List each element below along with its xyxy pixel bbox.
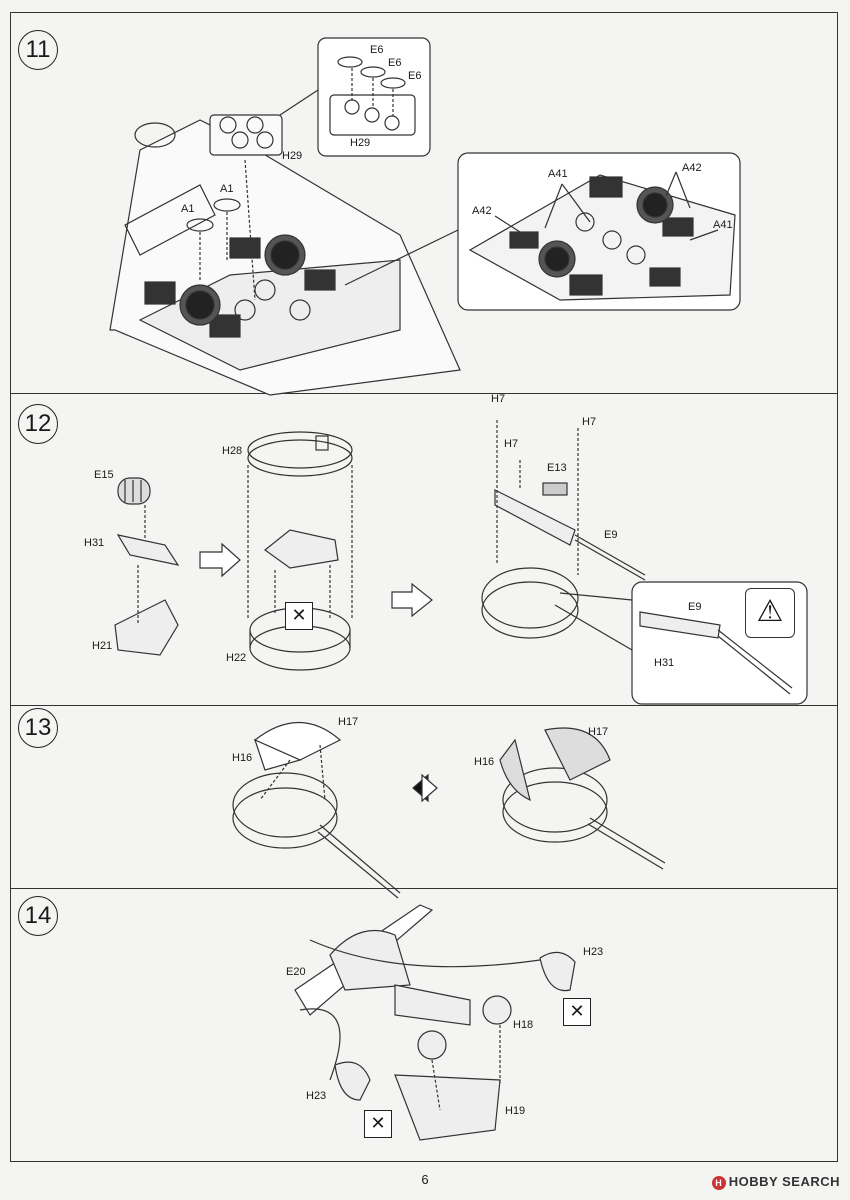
part-label: H16 xyxy=(232,752,253,764)
part-label: E13 xyxy=(547,462,567,474)
step-number: 13 xyxy=(18,708,58,748)
part-label: H29 xyxy=(350,137,371,149)
part-label: H7 xyxy=(504,438,519,450)
step-number: 11 xyxy=(18,30,58,70)
part-label: H22 xyxy=(226,652,247,664)
part-label: E15 xyxy=(94,469,114,481)
step-number: 12 xyxy=(18,404,58,444)
part-label: H17 xyxy=(338,716,359,728)
part-label: H17 xyxy=(588,726,609,738)
part-label: E6 xyxy=(408,70,422,82)
step-number: 14 xyxy=(18,896,58,936)
step-divider xyxy=(10,888,838,889)
part-label: H31 xyxy=(654,657,675,669)
part-label: A1 xyxy=(220,183,234,195)
no-glue-icon: ✕ xyxy=(563,998,591,1026)
part-label: A42 xyxy=(682,162,702,174)
part-label: H23 xyxy=(583,946,604,958)
part-label: H21 xyxy=(92,640,113,652)
part-label: H16 xyxy=(474,756,495,768)
part-label: E20 xyxy=(286,966,306,978)
part-label: H31 xyxy=(84,537,105,549)
page-frame xyxy=(10,12,838,1162)
brand-text: HOBBY SEARCH xyxy=(728,1174,840,1190)
page-number: 6 xyxy=(421,1172,429,1187)
part-label: H28 xyxy=(222,445,243,457)
part-label: E6 xyxy=(370,44,384,56)
step-divider xyxy=(10,705,838,706)
part-label: H7 xyxy=(491,393,506,405)
no-glue-icon: ✕ xyxy=(285,602,313,630)
part-label: H7 xyxy=(582,416,597,428)
part-label: A42 xyxy=(472,205,492,217)
warning-triangle-icon: ⚠ xyxy=(745,588,795,638)
part-label: E6 xyxy=(388,57,402,69)
part-label: A41 xyxy=(713,219,733,231)
brand-logo-icon: H xyxy=(711,1176,726,1190)
part-label: E9 xyxy=(688,601,702,613)
part-label: H29 xyxy=(282,150,303,162)
part-label: A1 xyxy=(181,203,195,215)
part-label: H18 xyxy=(513,1019,534,1031)
step-divider xyxy=(10,393,838,394)
part-label: H23 xyxy=(306,1090,327,1102)
no-glue-icon: ✕ xyxy=(364,1110,392,1138)
part-label: A41 xyxy=(548,168,568,180)
part-label: E9 xyxy=(604,529,618,541)
part-label: H19 xyxy=(505,1105,526,1117)
